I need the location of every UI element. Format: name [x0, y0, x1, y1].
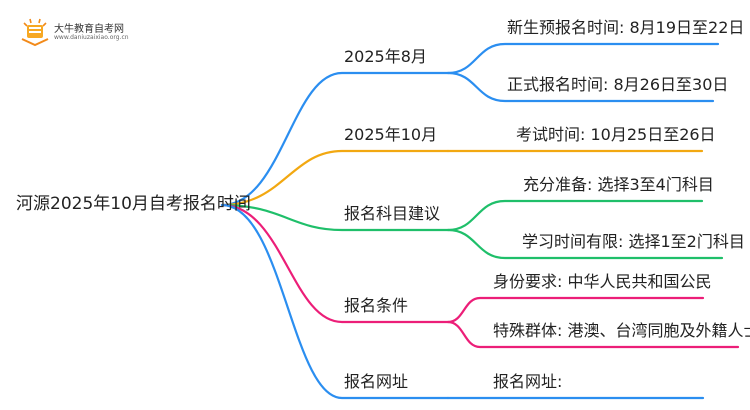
- leaf-label: 新生预报名时间: 8月19日至22日: [507, 18, 745, 37]
- leaf-link: [446, 228, 724, 260]
- leaf-link: [446, 71, 715, 103]
- branch-link: [220, 71, 450, 207]
- leaf-label: 报名网址:: [493, 372, 563, 391]
- leaf-link: [446, 296, 705, 324]
- logo-name: 大牛教育自考网: [54, 24, 124, 35]
- branch-label: 2025年8月: [344, 47, 427, 66]
- leaf-label: 学习时间有限: 选择1至2门科目: [522, 232, 745, 251]
- leaf-link: [446, 42, 720, 75]
- branch-label: 2025年10月: [344, 125, 438, 144]
- leaf-label: 充分准备: 选择3至4门科目: [523, 175, 714, 194]
- root-topic: 河源2025年10月自考报名时间: [16, 194, 251, 214]
- leaf-link: [446, 199, 704, 232]
- leaf-label: 正式报名时间: 8月26日至30日: [507, 75, 729, 94]
- branch-label: 报名科目建议: [344, 204, 441, 223]
- branch-label: 报名条件: [344, 296, 409, 315]
- branch-link: [220, 149, 450, 207]
- leaf-link: [446, 320, 740, 349]
- leaf-label: 考试时间: 10月25日至26日: [516, 125, 716, 144]
- branch-link: [220, 203, 450, 324]
- leaf-label: 身份要求: 中华人民共和国公民: [493, 272, 712, 291]
- logo-url: www.daniuzaixiao.org.cn: [54, 34, 129, 41]
- site-logo: 大牛教育自考网 www.daniuzaixiao.org.cn: [18, 17, 148, 47]
- leaf-label: 特殊群体: 港澳、台湾同胞及外籍人士: [493, 321, 750, 340]
- branch-link: [220, 203, 450, 400]
- branch-link: [220, 203, 450, 232]
- book-icon: [21, 18, 49, 47]
- branch-label: 报名网址: [344, 372, 409, 391]
